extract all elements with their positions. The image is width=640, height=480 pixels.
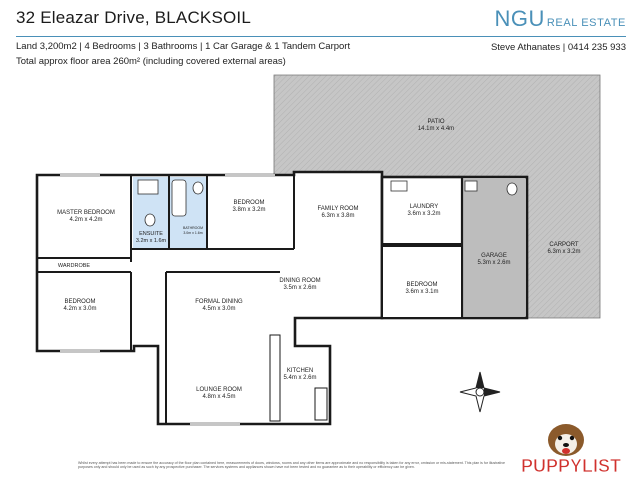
floor-area: Total approx floor area 260m² (including… <box>16 56 286 67</box>
room-bedroom-top-size: 3.8m x 3.2m <box>232 207 265 213</box>
puppylist-watermark: PUPPYLIST <box>521 424 621 476</box>
room-kitchen-size: 5.4m x 2.6m <box>283 375 316 381</box>
agent-contact: Steve Athanates | 0414 235 933 <box>490 42 626 53</box>
room-family-size: 6.3m x 3.8m <box>321 213 354 219</box>
room-dining-name: DINING ROOM <box>279 278 320 284</box>
room-bedroom-right-size: 3.6m x 3.1m <box>405 289 438 295</box>
disclaimer-text: Whilst every attempt has been made to en… <box>78 461 505 470</box>
room-lounge-size: 4.8m x 4.5m <box>202 394 235 400</box>
page-title: 32 Eleazar Drive, BLACKSOIL <box>16 8 251 27</box>
garage-fill <box>462 179 525 316</box>
room-laundry-size: 3.6m x 3.2m <box>407 211 440 217</box>
room-laundry-name: LAUNDRY <box>410 204 439 210</box>
dog-logo-icon <box>548 424 584 456</box>
brand-logo-main: NGU <box>494 6 545 31</box>
room-carport-name: CARPORT <box>549 242 579 248</box>
kitchen-island <box>314 387 328 421</box>
brand-logo: NGU REAL ESTATE <box>494 6 626 32</box>
header-rule <box>16 36 626 37</box>
kitchen-bench <box>269 334 281 422</box>
room-ensuite-name: ENSUITE <box>139 231 163 237</box>
room-garage-size: 5.3m x 2.6m <box>477 260 510 266</box>
room-dining-size: 3.5m x 2.6m <box>283 285 316 291</box>
room-patio-size: 14.1m x 4.4m <box>418 126 454 132</box>
brand-logo-sub: REAL ESTATE <box>546 17 626 29</box>
room-formal-name: FORMAL DINING <box>195 299 243 305</box>
house-walls <box>35 170 529 426</box>
room-wardrobe-name: WARDROBE <box>58 263 91 269</box>
room-bedroom-left-name: BEDROOM <box>64 299 95 305</box>
room-bedroom-right-name: BEDROOM <box>406 282 437 288</box>
room-lounge-name: LOUNGE ROOM <box>196 387 242 393</box>
compass-icon <box>459 371 501 413</box>
room-patio-name: PATIO <box>427 119 444 125</box>
property-details: Land 3,200m2 | 4 Bedrooms | 3 Bathrooms … <box>16 41 351 52</box>
puppylist-wordmark: PUPPYLIST <box>521 456 621 476</box>
room-bathroom-name: BATHROOM <box>183 226 203 230</box>
room-ensuite-size: 3.2m x 1.6m <box>136 238 167 244</box>
bathroom-fixtures <box>137 179 518 227</box>
room-kitchen-name: KITCHEN <box>287 368 313 374</box>
room-garage-name: GARAGE <box>481 253 507 259</box>
room-carport-size: 6.3m x 3.2m <box>547 249 580 255</box>
room-master-size: 4.2m x 4.2m <box>69 217 102 223</box>
room-formal-size: 4.5m x 3.0m <box>202 306 235 312</box>
room-master-name: MASTER BEDROOM <box>57 210 115 216</box>
room-family-name: FAMILY ROOM <box>317 206 358 212</box>
room-bedroom-top-name: BEDROOM <box>233 200 264 206</box>
room-bathroom-size: 3.0m x 1.6m <box>183 231 202 235</box>
room-bedroom-left-size: 4.2m x 3.0m <box>63 306 96 312</box>
